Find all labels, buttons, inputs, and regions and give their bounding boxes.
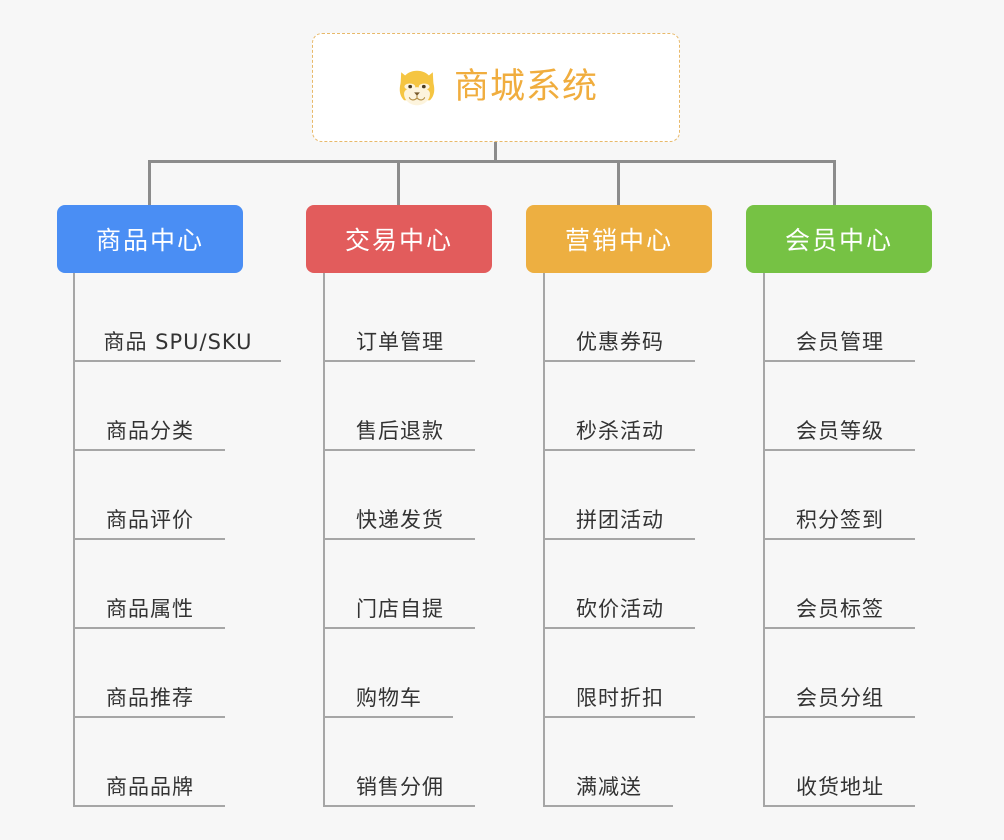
category-box-product-center[interactable]: 商品中心: [57, 205, 243, 273]
column-trunk-trade-center: [323, 273, 325, 807]
list-item[interactable]: 商品品牌: [75, 718, 225, 807]
list-item[interactable]: 订单管理: [325, 273, 475, 362]
list-item[interactable]: 优惠券码: [545, 273, 695, 362]
list-item-label: 拼团活动: [576, 507, 664, 532]
list-item[interactable]: 商品分类: [75, 362, 225, 451]
list-item-label: 收货地址: [796, 774, 884, 799]
list-item-label: 会员分组: [796, 685, 884, 710]
list-item[interactable]: 满减送: [545, 718, 673, 807]
column-trunk-marketing-center: [543, 273, 545, 807]
list-item[interactable]: 商品 SPU/SKU: [75, 273, 281, 362]
category-title-trade-center: 交易中心: [344, 226, 453, 255]
list-item-label: 购物车: [356, 685, 422, 710]
list-item-label: 满减送: [576, 774, 642, 799]
list-item-label: 优惠券码: [576, 329, 664, 354]
list-item[interactable]: 商品评价: [75, 451, 225, 540]
list-item-label: 商品分类: [106, 418, 194, 443]
list-item-label: 商品品牌: [106, 774, 194, 799]
category-box-marketing-center[interactable]: 营销中心: [526, 205, 712, 273]
category-box-member-center[interactable]: 会员中心: [746, 205, 932, 273]
list-item-label: 售后退款: [356, 418, 444, 443]
connector-root-stub: [494, 142, 497, 162]
list-item[interactable]: 快递发货: [325, 451, 475, 540]
list-item-label: 订单管理: [356, 329, 444, 354]
connector-drop-marketing-center: [617, 160, 620, 206]
list-item[interactable]: 售后退款: [325, 362, 475, 451]
list-item-label: 会员等级: [796, 418, 884, 443]
list-item-label: 秒杀活动: [576, 418, 664, 443]
connector-drop-trade-center: [397, 160, 400, 206]
list-item-label: 积分签到: [796, 507, 884, 532]
category-title-member-center: 会员中心: [784, 226, 893, 255]
list-item-label: 砍价活动: [576, 596, 664, 621]
connector-horizontal-bus: [148, 160, 836, 163]
list-item-label: 商品 SPU/SKU: [103, 329, 253, 354]
list-item-label: 限时折扣: [576, 685, 664, 710]
list-item-label: 快递发货: [356, 507, 444, 532]
list-item[interactable]: 限时折扣: [545, 629, 695, 718]
connector-drop-member-center: [833, 160, 836, 206]
list-item-label: 门店自提: [356, 596, 444, 621]
column-trunk-product-center: [73, 273, 75, 807]
connector-drop-product-center: [148, 160, 151, 206]
list-item[interactable]: 商品属性: [75, 540, 225, 629]
list-item-label: 销售分佣: [356, 774, 444, 799]
list-item[interactable]: 会员标签: [765, 540, 915, 629]
list-item[interactable]: 门店自提: [325, 540, 475, 629]
list-item[interactable]: 商品推荐: [75, 629, 225, 718]
list-item[interactable]: 会员管理: [765, 273, 915, 362]
list-item[interactable]: 拼团活动: [545, 451, 695, 540]
list-item-label: 会员管理: [796, 329, 884, 354]
list-item-label: 商品评价: [106, 507, 194, 532]
list-item[interactable]: 会员分组: [765, 629, 915, 718]
category-title-marketing-center: 营销中心: [564, 226, 673, 255]
list-item[interactable]: 会员等级: [765, 362, 915, 451]
list-item[interactable]: 购物车: [325, 629, 453, 718]
list-item[interactable]: 销售分佣: [325, 718, 475, 807]
list-item[interactable]: 砍价活动: [545, 540, 695, 629]
list-item-label: 会员标签: [796, 596, 884, 621]
category-box-trade-center[interactable]: 交易中心: [306, 205, 492, 273]
list-item[interactable]: 收货地址: [765, 718, 915, 807]
list-item[interactable]: 积分签到: [765, 451, 915, 540]
category-title-product-center: 商品中心: [95, 226, 204, 255]
list-item-label: 商品属性: [106, 596, 194, 621]
list-item[interactable]: 秒杀活动: [545, 362, 695, 451]
root-node-title: 商城系统: [453, 67, 598, 107]
list-item-label: 商品推荐: [106, 685, 194, 710]
root-node-mall-system[interactable]: 商城系统: [312, 33, 680, 142]
column-trunk-member-center: [763, 273, 765, 807]
shiba-dog-icon: [394, 65, 440, 111]
